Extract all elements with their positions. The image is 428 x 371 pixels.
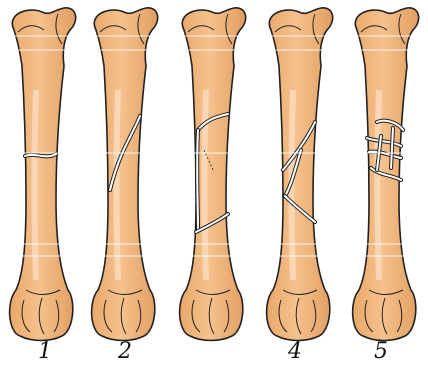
label-5: 5 — [369, 340, 393, 364]
bone-5 — [353, 8, 419, 341]
label-4: 4 — [283, 340, 307, 364]
bone-1 — [10, 8, 76, 341]
label-2: 2 — [113, 340, 137, 364]
label-1: 1 — [33, 340, 57, 364]
bone-3 — [180, 8, 246, 341]
bone-2 — [92, 8, 158, 341]
bone-4 — [267, 8, 333, 341]
